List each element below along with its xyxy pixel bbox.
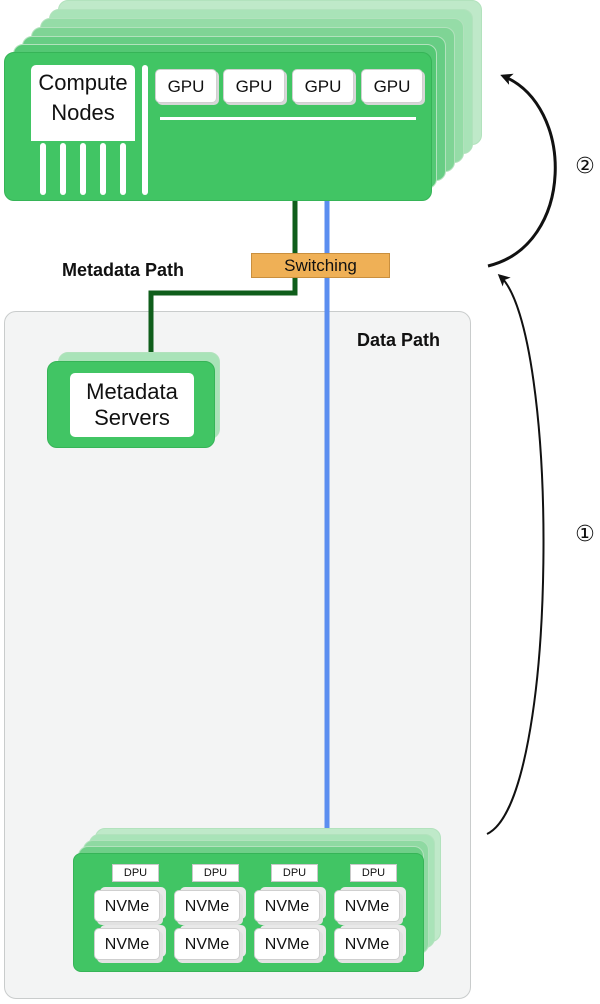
nvme-drive: NVMe (94, 928, 160, 960)
gpu-box: GPU (292, 69, 354, 103)
gpu-box: GPU (223, 69, 285, 103)
slot-bar (40, 143, 46, 195)
metadata-servers-line1: Metadata (86, 379, 178, 404)
step-two-marker: ② (575, 153, 595, 178)
gpu-box: GPU (155, 69, 217, 103)
divider (142, 65, 148, 195)
slot-bar (60, 143, 66, 195)
slot-bar (120, 143, 126, 195)
step-one-arrow (486, 273, 545, 835)
nvme-drive: NVMe (334, 890, 400, 922)
metadata-path-line (148, 201, 298, 362)
slot-bar (80, 143, 86, 195)
compute-node: Compute Nodes GPU GPU GPU GPU (4, 52, 432, 201)
nvme-drive: NVMe (254, 890, 320, 922)
step-one-marker: ① (575, 521, 595, 546)
compute-nodes-title-line2: Nodes (51, 100, 115, 125)
dpu-box: DPU (192, 864, 239, 882)
nvme-drive: NVMe (94, 890, 160, 922)
dpu-box: DPU (112, 864, 159, 882)
nvme-drive: NVMe (174, 890, 240, 922)
nvme-drive: NVMe (174, 928, 240, 960)
step-two-arrow (487, 73, 557, 268)
data-path-label: Data Path (357, 330, 441, 350)
dpu-box: DPU (350, 864, 397, 882)
storage-node: DPU DPU DPU DPU NVMe NVMe NVMe NVMe NVMe… (73, 853, 424, 972)
dpu-box: DPU (271, 864, 318, 882)
compute-nodes-title-line1: Compute (38, 70, 128, 95)
metadata-servers: Metadata Servers (47, 361, 215, 448)
nvme-drive: NVMe (254, 928, 320, 960)
gpu-box: GPU (361, 69, 423, 103)
metadata-path-label: Metadata Path (62, 260, 185, 280)
switching-box: Switching (251, 253, 390, 278)
slot-bar (100, 143, 106, 195)
metadata-servers-line2: Servers (94, 405, 170, 430)
gpu-interconnect (160, 117, 416, 120)
metadata-servers-box (70, 373, 194, 437)
nvme-drive: NVMe (334, 928, 400, 960)
